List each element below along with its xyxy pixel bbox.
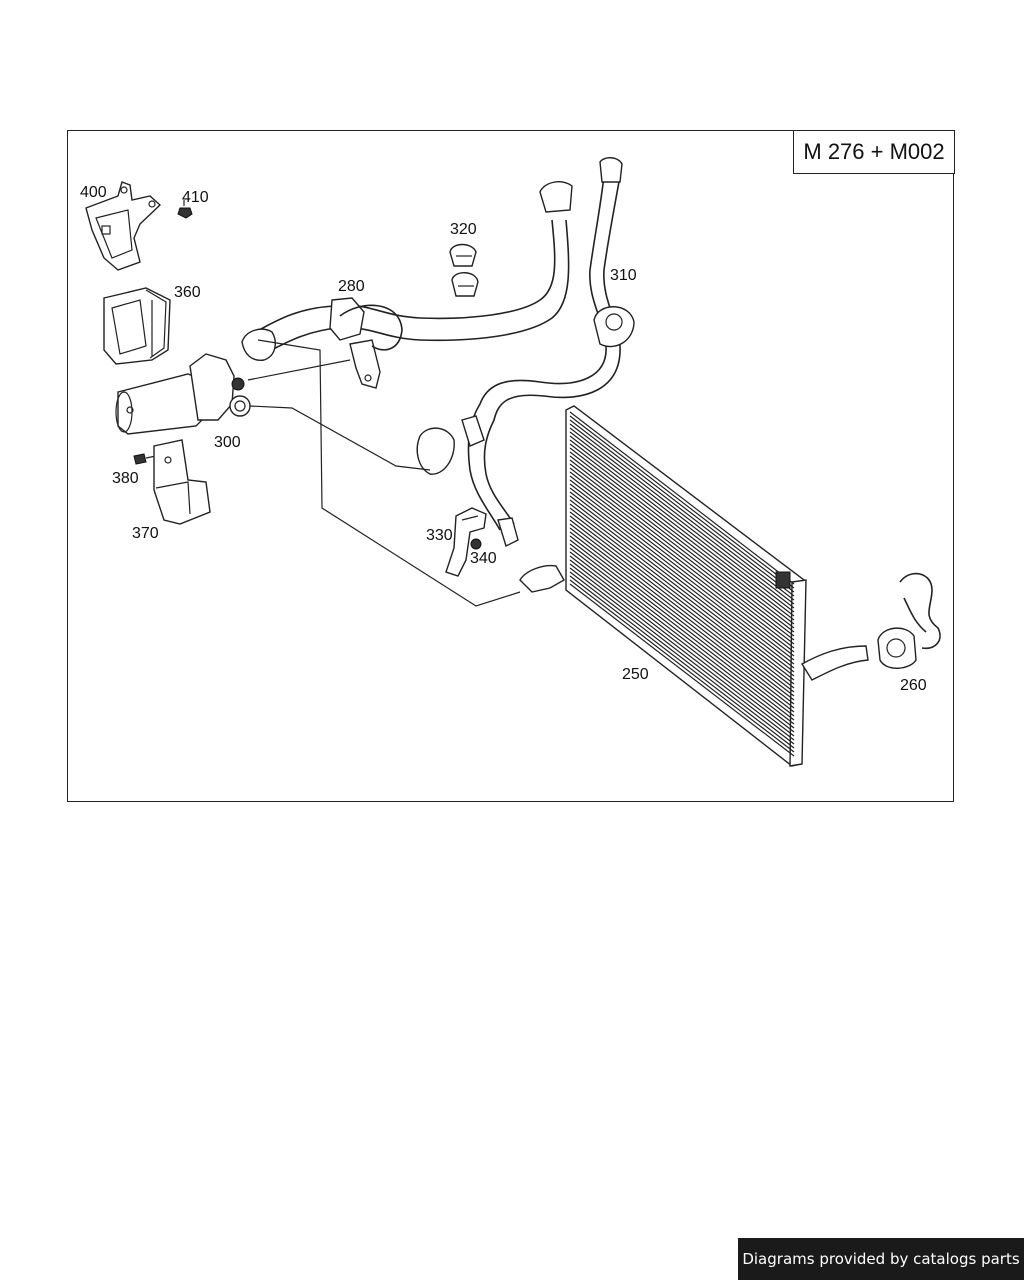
part-330-bracket[interactable] — [445, 507, 487, 577]
part-410-bolt[interactable] — [177, 200, 193, 219]
label-320: 320 — [450, 221, 477, 238]
part-400-bracket[interactable] — [85, 181, 162, 271]
part-250-radiator[interactable] — [519, 405, 869, 767]
label-400: 400 — [80, 184, 107, 201]
label-370: 370 — [132, 525, 159, 542]
credit-banner: Diagrams provided by catalogs parts — [738, 1238, 1024, 1280]
part-370-clamp[interactable] — [153, 439, 211, 525]
part-360-cover[interactable] — [103, 287, 171, 365]
label-300: 300 — [214, 434, 241, 451]
label-250: 250 — [622, 666, 649, 683]
label-280: 280 — [338, 278, 365, 295]
label-410: 410 — [182, 189, 209, 206]
label-360: 360 — [174, 284, 201, 301]
part-340-nut[interactable] — [470, 538, 482, 550]
part-380-screw[interactable] — [133, 453, 157, 465]
part-300-pump[interactable] — [115, 353, 251, 435]
diagram-frame — [67, 130, 954, 802]
label-340: 340 — [470, 550, 497, 567]
part-260-hose[interactable] — [877, 572, 941, 669]
model-code-box: M 276 + M002 — [793, 130, 955, 174]
leader-lines — [247, 339, 521, 607]
label-380: 380 — [112, 470, 139, 487]
part-280-hose[interactable] — [241, 181, 573, 389]
part-310-hose[interactable] — [416, 157, 635, 547]
label-330: 330 — [426, 527, 453, 544]
label-310: 310 — [610, 267, 637, 284]
part-320-clips[interactable] — [449, 243, 479, 297]
label-260: 260 — [900, 677, 927, 694]
